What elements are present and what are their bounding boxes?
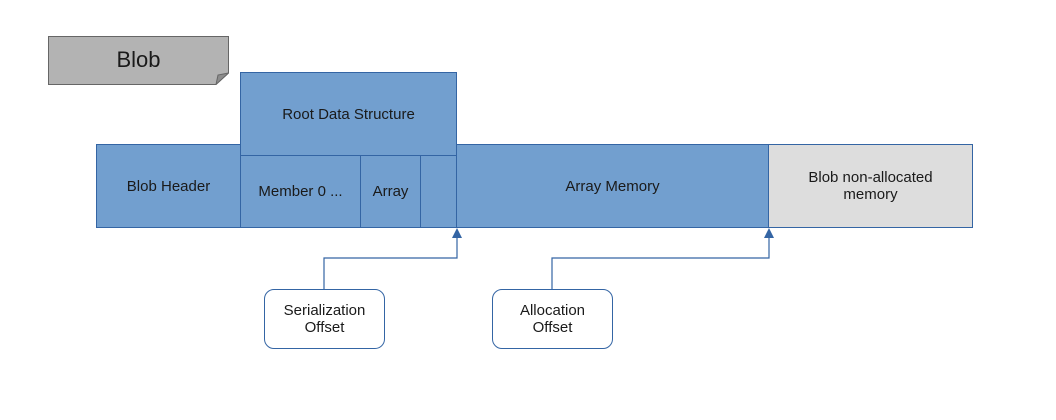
blob-note-shape	[48, 36, 229, 85]
array-member-segment: Array	[360, 155, 421, 228]
root-data-structure-box: Root Data Structure	[240, 72, 457, 156]
blob-header-label: Blob Header	[126, 177, 211, 195]
allocation-arrowhead	[764, 228, 774, 238]
serialization-offset-callout: Serialization Offset	[264, 289, 385, 349]
member-0-label: Member 0 ...	[258, 183, 343, 200]
array-memory-segment: Array Memory	[456, 144, 769, 228]
blob-title: Blob	[116, 46, 161, 72]
member-0-segment: Member 0 ...	[240, 155, 361, 228]
array-member-label: Array	[372, 183, 409, 200]
allocation-offset-callout: Allocation Offset	[492, 289, 613, 349]
serialization-connector	[323, 236, 458, 289]
serialization-offset-label: Serialization Offset	[283, 302, 366, 336]
allocation-connector	[551, 236, 770, 289]
serialization-arrowhead	[452, 228, 462, 238]
root-data-structure-label: Root Data Structure	[282, 105, 415, 123]
allocation-offset-label: Allocation Offset	[519, 302, 586, 336]
non-allocated-segment: Blob non-allocated memory	[768, 144, 973, 228]
non-allocated-label: Blob non-allocated memory	[808, 169, 933, 203]
array-memory-label: Array Memory	[565, 177, 660, 195]
